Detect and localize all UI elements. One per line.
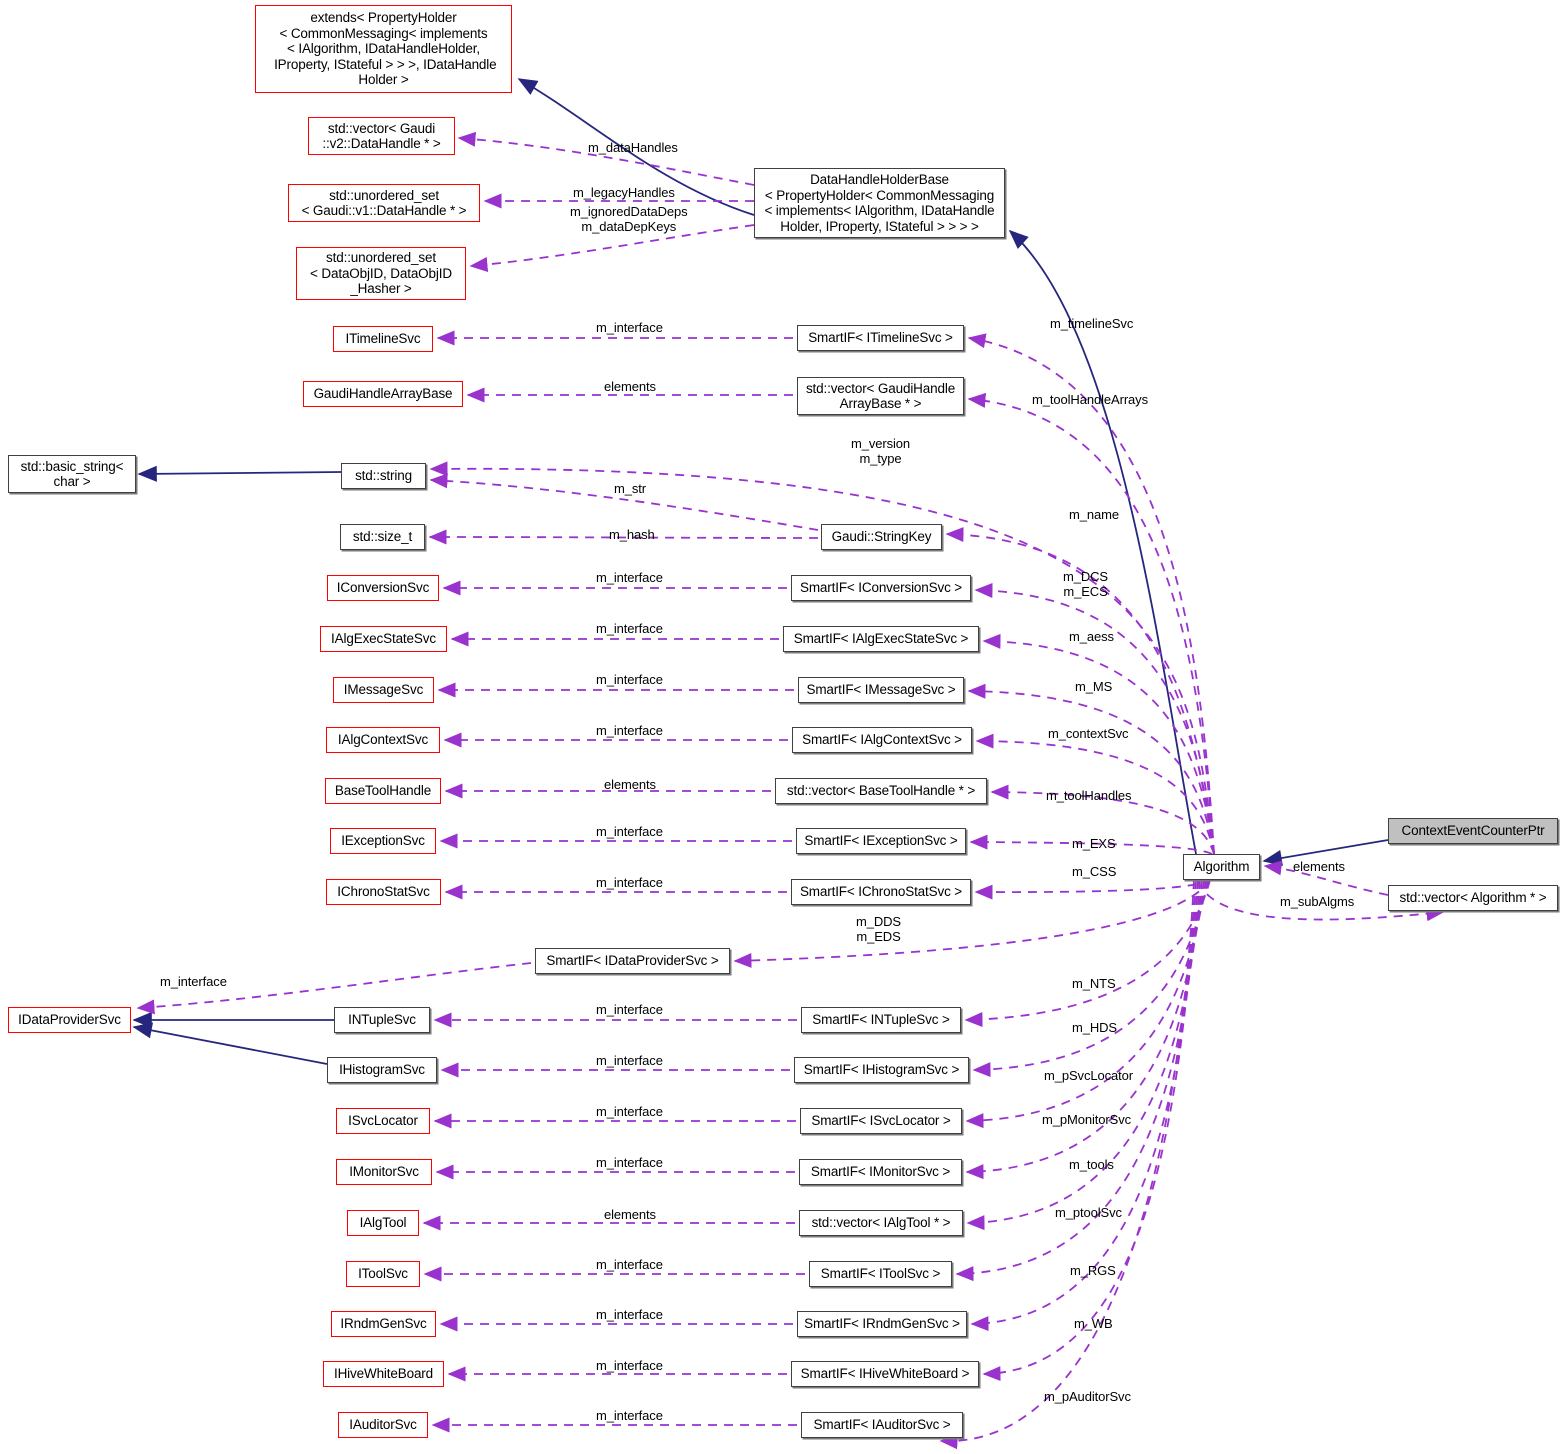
node-basetoolhandle[interactable]: BaseToolHandle: [325, 778, 441, 804]
node-smartif-iauditorsvc[interactable]: SmartIF< IAuditorSvc >: [801, 1412, 963, 1438]
edge-label-m-interface-ntuple: m_interface: [596, 1002, 663, 1017]
node-imessagesvc[interactable]: IMessageSvc: [333, 677, 434, 703]
edge-label-m-interface-rndmgen: m_interface: [596, 1307, 663, 1322]
node-smartif-intuplesvc[interactable]: SmartIF< INTupleSvc >: [801, 1007, 961, 1033]
node-smartif-idataprovidersvc[interactable]: SmartIF< IDataProviderSvc >: [535, 948, 730, 974]
edge-label-m-subalgms: m_subAlgms: [1280, 894, 1355, 909]
edge-label-m-interface-timeline: m_interface: [596, 320, 663, 335]
node-smartif-ialgexecstatesvc[interactable]: SmartIF< IAlgExecStateSvc >: [783, 626, 979, 652]
edge-label-m-name: m_name: [1069, 507, 1119, 522]
node-std-string[interactable]: std::string: [341, 463, 426, 489]
node-unordered-set-dataobjid[interactable]: std::unordered_set < DataObjID, DataObjI…: [296, 247, 466, 300]
edge-label-m-version-m-type: m_version m_type: [851, 436, 911, 466]
edge-label-m-pauditorsvc: m_pAuditorSvc: [1044, 1389, 1131, 1404]
node-vector-basetoolhandle[interactable]: std::vector< BaseToolHandle * >: [775, 778, 987, 804]
node-basic-string-char[interactable]: std::basic_string< char >: [8, 455, 136, 493]
node-smartif-ichronostatsvc[interactable]: SmartIF< IChronoStatSvc >: [791, 879, 971, 905]
node-vector-gaudihandlearraybase[interactable]: std::vector< GaudiHandle ArrayBase * >: [797, 377, 964, 415]
edge-label-elements-basetoolhandle: elements: [604, 777, 656, 792]
node-intuplesvc[interactable]: INTupleSvc: [334, 1007, 430, 1033]
node-datahandleholderbase[interactable]: DataHandleHolderBase < PropertyHolder< C…: [754, 168, 1005, 238]
node-vector-gaudi-v2-datahandle[interactable]: std::vector< Gaudi ::v2::DataHandle * >: [308, 117, 455, 155]
node-ihivewhiteboard[interactable]: IHiveWhiteBoard: [323, 1361, 444, 1387]
node-ichronostatsvc[interactable]: IChronoStatSvc: [326, 879, 441, 905]
node-vector-ialgtool[interactable]: std::vector< IAlgTool * >: [799, 1210, 963, 1236]
node-isvclocator[interactable]: ISvcLocator: [336, 1108, 430, 1134]
edge-label-m-toolhandlearrays: m_toolHandleArrays: [1032, 392, 1148, 407]
edge-label-m-interface-auditor: m_interface: [596, 1408, 663, 1423]
node-ialgexecstatesvc[interactable]: IAlgExecStateSvc: [320, 626, 447, 652]
edge-label-m-ignoreddatadeps: m_ignoredDataDeps m_dataDepKeys: [570, 204, 688, 234]
node-itimelinesvc[interactable]: ITimelineSvc: [333, 326, 433, 352]
node-itoolsvc[interactable]: IToolSvc: [346, 1261, 420, 1287]
node-algorithm[interactable]: Algorithm: [1183, 854, 1260, 880]
edge-label-m-interface-svclocator: m_interface: [596, 1104, 663, 1119]
node-ialgcontextsvc[interactable]: IAlgContextSvc: [326, 727, 440, 753]
edge-label-m-aess: m_aess: [1069, 629, 1114, 644]
node-smartif-irndmgensvc[interactable]: SmartIF< IRndmGenSvc >: [797, 1311, 967, 1337]
node-smartif-ihistogramsvc[interactable]: SmartIF< IHistogramSvc >: [794, 1057, 969, 1083]
node-smartif-itimelinesvc[interactable]: SmartIF< ITimelineSvc >: [797, 325, 964, 351]
node-smartif-imessagesvc[interactable]: SmartIF< IMessageSvc >: [798, 677, 964, 703]
node-iauditorsvc[interactable]: IAuditorSvc: [338, 1412, 428, 1438]
edge-label-m-exs: m_EXS: [1072, 836, 1116, 851]
node-gaudihandlearraybase[interactable]: GaudiHandleArrayBase: [303, 381, 463, 407]
node-std-size-t[interactable]: std::size_t: [340, 524, 425, 550]
edge-label-m-hds: m_HDS: [1072, 1020, 1118, 1035]
edge-label-m-timelinesvc: m_timelineSvc: [1050, 316, 1134, 331]
node-ihistogramsvc[interactable]: IHistogramSvc: [327, 1057, 437, 1083]
edge-label-m-str: m_str: [614, 481, 647, 496]
node-iconversionsvc[interactable]: IConversionSvc: [327, 575, 439, 601]
edge-label-m-tools: m_tools: [1069, 1157, 1114, 1172]
edge-label-m-interface-hivewhiteboard: m_interface: [596, 1358, 663, 1373]
edge-label-m-ms: m_MS: [1075, 679, 1113, 694]
edge-label-m-interface-tool: m_interface: [596, 1257, 663, 1272]
edge-label-m-nts: m_NTS: [1072, 976, 1116, 991]
edge-label-m-rgs: m_RGS: [1070, 1263, 1116, 1278]
node-contexteventcounterptr[interactable]: ContextEventCounterPtr: [1388, 818, 1558, 844]
edge-label-m-datahandles: m_dataHandles: [588, 140, 678, 155]
edge-label-m-interface-histogram: m_interface: [596, 1053, 663, 1068]
edge-label-elements-algorithmvec: elements: [1293, 859, 1345, 874]
node-gaudi-stringkey[interactable]: Gaudi::StringKey: [821, 524, 942, 550]
edge-label-elements-ialgtool: elements: [604, 1207, 656, 1222]
edge-label-m-contextsvc: m_contextSvc: [1048, 726, 1129, 741]
edge-label-m-ptoolsvc: m_ptoolSvc: [1055, 1205, 1122, 1220]
edge-label-m-interface-chronostat: m_interface: [596, 875, 663, 890]
node-smartif-ialgcontextsvc[interactable]: SmartIF< IAlgContextSvc >: [792, 727, 972, 753]
edge-label-m-legacyhandles: m_legacyHandles: [573, 185, 675, 200]
edge-label-m-interface-algexecstate: m_interface: [596, 621, 663, 636]
node-irndmgensvc[interactable]: IRndmGenSvc: [331, 1311, 436, 1337]
node-smartif-itoolsvc[interactable]: SmartIF< IToolSvc >: [809, 1261, 952, 1287]
edge-label-m-interface-conversion: m_interface: [596, 570, 663, 585]
node-unordered-set-gaudi-v1-datahandle[interactable]: std::unordered_set < Gaudi::v1::DataHand…: [288, 184, 480, 222]
edge-label-m-interface-dataprovider: m_interface: [160, 974, 227, 989]
node-imonitorsvc[interactable]: IMonitorSvc: [336, 1159, 432, 1185]
edge-label-m-interface-monitor: m_interface: [596, 1155, 663, 1170]
edge-label-m-pmonitorsvc: m_pMonitorSvc: [1042, 1112, 1132, 1127]
edge-label-m-interface-exception: m_interface: [596, 824, 663, 839]
node-vector-algorithm[interactable]: std::vector< Algorithm * >: [1388, 885, 1558, 911]
edge-label-m-dds-m-eds: m_DDS m_EDS: [856, 914, 902, 944]
node-extends-propertyholder[interactable]: extends< PropertyHolder < CommonMessagin…: [255, 5, 512, 93]
node-ialgtool[interactable]: IAlgTool: [347, 1210, 419, 1236]
edge-label-m-hash: m_hash: [609, 527, 655, 542]
node-smartif-ihivewhiteboard[interactable]: SmartIF< IHiveWhiteBoard >: [791, 1361, 979, 1387]
node-iexceptionsvc[interactable]: IExceptionSvc: [330, 828, 436, 854]
node-smartif-isvclocator[interactable]: SmartIF< ISvcLocator >: [800, 1108, 962, 1134]
edge-label-m-css: m_CSS: [1072, 864, 1117, 879]
edge-label-m-dcs-m-ecs: m_DCS m_ECS: [1063, 569, 1109, 599]
edge-label-elements-gaudihandlearray: elements: [604, 379, 656, 394]
edge-label-m-toolhandles: m_toolHandles: [1046, 788, 1132, 803]
node-smartif-iexceptionsvc[interactable]: SmartIF< IExceptionSvc >: [796, 828, 966, 854]
node-idataprovidersvc[interactable]: IDataProviderSvc: [8, 1007, 131, 1033]
edge-label-m-wb: m_WB: [1074, 1316, 1113, 1331]
node-smartif-imonitorsvc[interactable]: SmartIF< IMonitorSvc >: [799, 1159, 962, 1185]
edge-label-m-interface-algcontext: m_interface: [596, 723, 663, 738]
edge-label-m-psvclocator: m_pSvcLocator: [1044, 1068, 1134, 1083]
edge-label-m-interface-message: m_interface: [596, 672, 663, 687]
node-smartif-iconversionsvc[interactable]: SmartIF< IConversionSvc >: [791, 575, 971, 601]
